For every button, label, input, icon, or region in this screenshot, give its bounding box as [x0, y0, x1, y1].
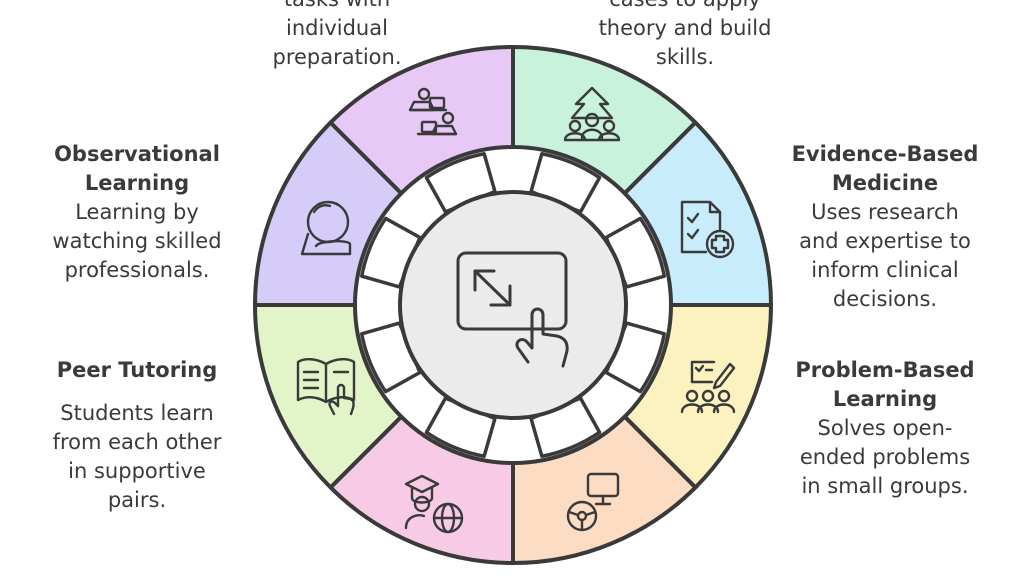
touch-screen-icon — [456, 251, 569, 368]
center-hub — [398, 190, 628, 420]
ring-band — [358, 150, 668, 460]
problem-desc-2: ended problems — [799, 445, 971, 469]
open-book-icon — [296, 358, 356, 416]
evidence-based-medicine-label: Evidence-Based Medicine Uses research an… — [770, 140, 1000, 314]
evidence-desc-1: Uses research — [811, 200, 959, 224]
top-right-line-3: skills. — [655, 45, 715, 69]
top-right-line-1: cases to apply — [560, 0, 810, 14]
evidence-title-2: Medicine — [831, 171, 939, 195]
problem-desc-3: in small groups. — [801, 474, 969, 498]
observational-title-2: Learning — [84, 171, 190, 195]
peer-desc-2: from each other — [52, 430, 222, 454]
peer-tutoring-label: Peer Tutoring Students learn from each o… — [22, 356, 252, 515]
problem-desc-1: Solves open- — [817, 416, 953, 440]
evidence-desc-3: inform clinical — [811, 258, 959, 282]
group-checklist-icon — [680, 360, 736, 414]
observational-desc-3: professionals. — [64, 258, 210, 282]
top-right-line-2: theory and build — [598, 16, 772, 40]
observational-title-1: Observational — [54, 142, 220, 166]
problem-based-learning-label: Problem-Based Learning Solves open- ende… — [770, 356, 1000, 501]
observational-desc-1: Learning by — [75, 200, 199, 224]
top-right-description: cases to apply theory and build skills. — [560, 0, 810, 72]
evidence-title-1: Evidence-Based — [791, 142, 979, 166]
checklist-plus-icon — [680, 200, 735, 259]
evidence-desc-2: and expertise to — [799, 229, 971, 253]
top-left-line-3: preparation. — [272, 45, 402, 69]
top-left-line-2: individual — [286, 16, 388, 40]
graduate-globe-icon — [404, 474, 464, 534]
observational-desc-2: watching skilled — [52, 229, 222, 253]
tree-group-icon — [563, 86, 621, 142]
evidence-desc-4: decisions. — [832, 287, 938, 311]
observational-learning-label: Observational Learning Learning by watch… — [22, 140, 252, 285]
problem-title-2: Learning — [832, 387, 938, 411]
top-left-description: tasks with individual preparation. — [232, 0, 442, 72]
peer-desc-1: Students learn — [60, 401, 214, 425]
peer-desc-4: pairs. — [107, 488, 167, 512]
peer-title: Peer Tutoring — [56, 358, 218, 382]
laptop-users-icon — [408, 87, 458, 136]
magnifier-person-icon — [300, 200, 352, 256]
problem-title-1: Problem-Based — [795, 358, 975, 382]
top-left-line-1: tasks with — [232, 0, 442, 14]
segment-top-left — [328, 45, 515, 196]
simulator-icon — [566, 472, 620, 532]
peer-desc-3: in supportive — [68, 459, 206, 483]
